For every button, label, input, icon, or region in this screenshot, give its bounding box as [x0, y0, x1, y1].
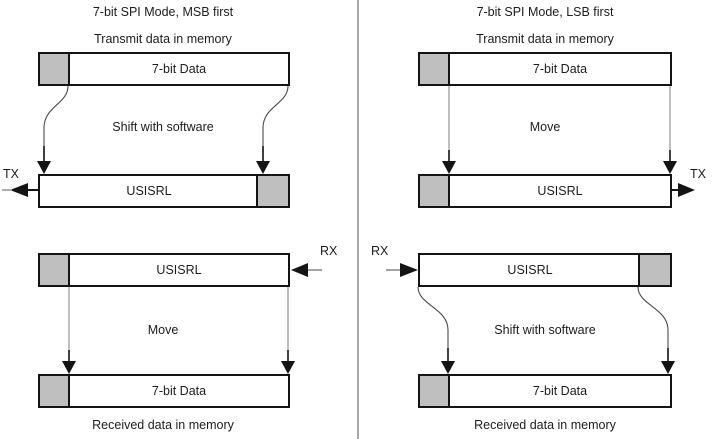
left-rx-line-label: RX	[320, 244, 338, 258]
left-transmit-caption: Transmit data in memory	[94, 32, 232, 46]
right-transmit-move-connector-lsb	[663, 86, 677, 174]
left-transmit-shift-connector-msb	[37, 85, 69, 174]
left-tx-output-arrow	[2, 183, 38, 197]
right-rx-line-label: RX	[371, 244, 389, 258]
right-panel-title: 7-bit SPI Mode, LSB first	[476, 5, 614, 19]
right-transmit-move-connector-msb	[442, 86, 456, 174]
right-receive-shift-connector-msb	[417, 286, 455, 374]
left-receive-dest-msb-cell	[40, 376, 70, 406]
left-receive-source-register: USISRL	[38, 253, 290, 287]
left-receive-operation: Move	[147, 323, 179, 337]
left-receive-move-connector-lsb	[281, 287, 295, 374]
right-transmit-dest-msb-cell	[420, 176, 450, 206]
right-tx-line-label: TX	[690, 167, 706, 181]
left-receive-source-msb-cell	[40, 255, 70, 285]
right-receive-dest-msb-cell	[420, 376, 450, 406]
left-receive-move-connector-msb	[62, 287, 76, 374]
right-transmit-dest-register: USISRL	[418, 174, 672, 208]
right-transmit-operation: Move	[529, 120, 561, 134]
right-receive-dest-register: 7-bit Data	[418, 374, 672, 408]
left-rx-input-arrow	[291, 263, 322, 277]
left-transmit-operation: Shift with software	[112, 120, 214, 134]
right-receive-operation: Shift with software	[494, 323, 596, 337]
left-transmit-source-msb-cell	[40, 54, 70, 84]
left-panel-title: 7-bit SPI Mode, MSB first	[92, 5, 234, 19]
left-tx-line-label: TX	[3, 167, 19, 181]
right-transmit-caption: Transmit data in memory	[476, 32, 614, 46]
right-tx-output-arrow	[672, 183, 695, 197]
right-receive-caption: Received data in memory	[474, 418, 616, 432]
right-receive-source-lsb-cell	[638, 255, 670, 285]
right-rx-input-arrow	[386, 263, 418, 277]
left-receive-caption: Received data in memory	[92, 418, 234, 432]
left-transmit-shift-connector-lsb	[256, 85, 289, 174]
left-transmit-dest-lsb-cell	[256, 176, 288, 206]
panel-divider	[357, 0, 359, 439]
right-receive-shift-connector-lsb	[637, 286, 675, 374]
right-transmit-source-msb-cell	[420, 54, 450, 84]
